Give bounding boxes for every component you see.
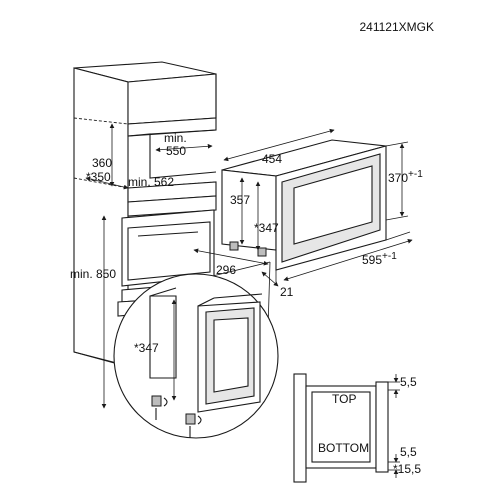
appliance-height-alt-dimension: *347 [254,181,279,251]
niche-depth-dimension: min. 562 [85,175,174,190]
appliance-front-height-dimension: 370+-1 [385,141,423,221]
fixing-clip-icon [151,395,168,420]
frame-top-gap-dimension: 5,5 [388,374,417,398]
appliance-height-alt-label: *347 [254,221,279,235]
frame-top-gap-label: 5,5 [400,375,417,389]
appliance-width-label: 454 [262,152,282,166]
appliance-front-width-label: 595+-1 [362,251,397,267]
frame-bottom-gap-alt-label: *15,5 [393,462,421,476]
niche-height-dimension: 360 *350 [86,123,115,187]
niche-height-label: 360 [92,156,112,170]
appliance-width-dimension: 454 [223,128,335,166]
detail-magnifier: *347 [113,261,279,439]
appliance-height-inner-label: 357 [230,193,250,207]
appliance-depth-label: 296 [216,263,236,277]
appliance-front-height-label: 370+-1 [388,169,423,185]
appliance-height-inner-dimension: 357 [230,177,250,245]
appliance-front-offset-dimension: 21 [261,271,294,299]
niche-width-dimension: min. 550 [155,131,213,158]
detail-height-alt-label: *347 [134,341,159,355]
mount-bracket-icon [257,247,267,257]
frame-top-label: TOP [332,392,356,406]
frame-bottom-gap-dimension: 5,5 *15,5 [388,445,421,478]
cabinet-height-label: min. 850 [70,267,116,281]
reference-code: 241121XMGK [360,20,435,34]
frame-section: TOP BOTTOM [293,373,389,483]
appliance-front-offset-label: 21 [280,285,294,299]
appliance-depth-dimension: 296 [193,248,269,277]
mount-bracket-icon [229,241,239,251]
niche-width-label-2: 550 [166,144,186,158]
frame-bottom-gap-label: 5,5 [400,445,417,459]
fixing-clip-icon [185,413,202,438]
niche-height-alt-label: *350 [86,170,111,184]
niche-depth-label: min. 562 [128,175,174,189]
cabinet-height-dimension: min. 850 [70,215,116,409]
niche-width-label-1: min. [164,131,187,145]
frame-bottom-label: BOTTOM [318,441,369,455]
